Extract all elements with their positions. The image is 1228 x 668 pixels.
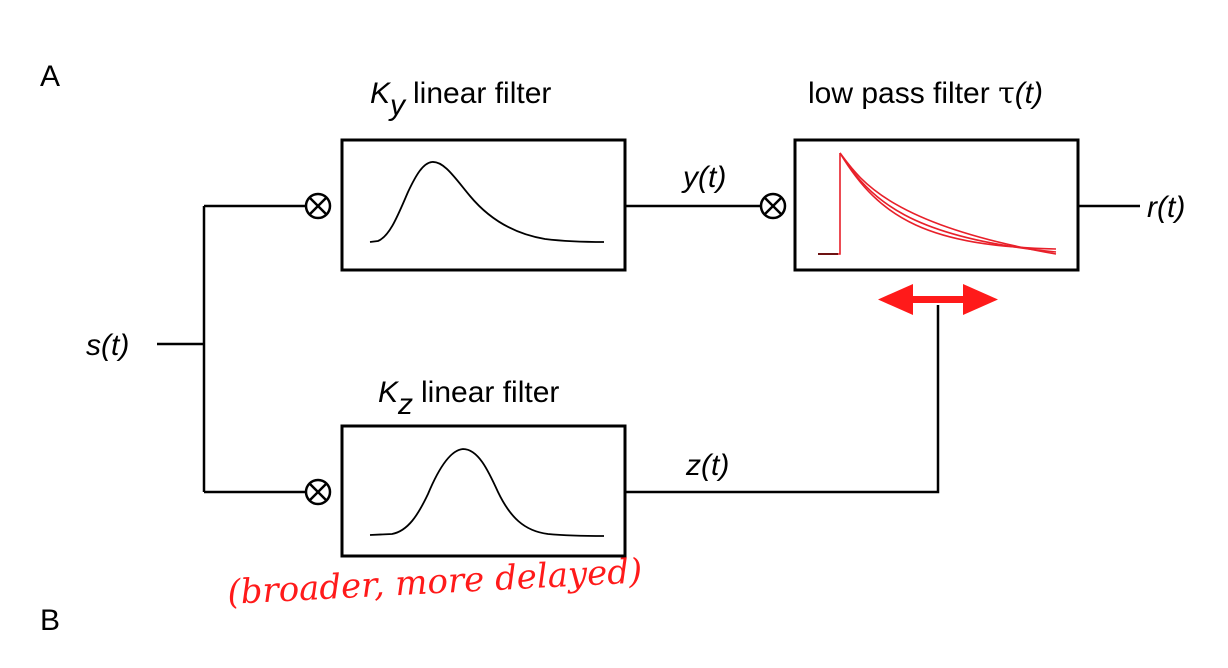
circled-times-icon [304, 478, 332, 506]
y-signal-label: y(t) [681, 161, 726, 194]
input-signal-label: s(t) [86, 329, 129, 362]
output-signal-label: r(t) [1147, 191, 1185, 224]
circled-times-icon [304, 192, 332, 220]
ky-kernel-curve [369, 161, 605, 243]
z-signal-label: z(t) [685, 449, 729, 482]
kz-kernel-curve [369, 448, 605, 537]
circled-times-icon [759, 192, 787, 220]
handwritten-annotation: (broader, more delayed) [226, 551, 643, 613]
lowpass-impulse-responses [818, 152, 1057, 255]
lowpass-block-title: low pass filter τ(t) [808, 76, 1043, 111]
double-arrow-icon [878, 284, 998, 315]
panel-label-a: A [40, 60, 60, 93]
ky-filter-box [340, 138, 627, 272]
z-wire [625, 305, 940, 494]
panel-label-b: B [40, 604, 60, 637]
